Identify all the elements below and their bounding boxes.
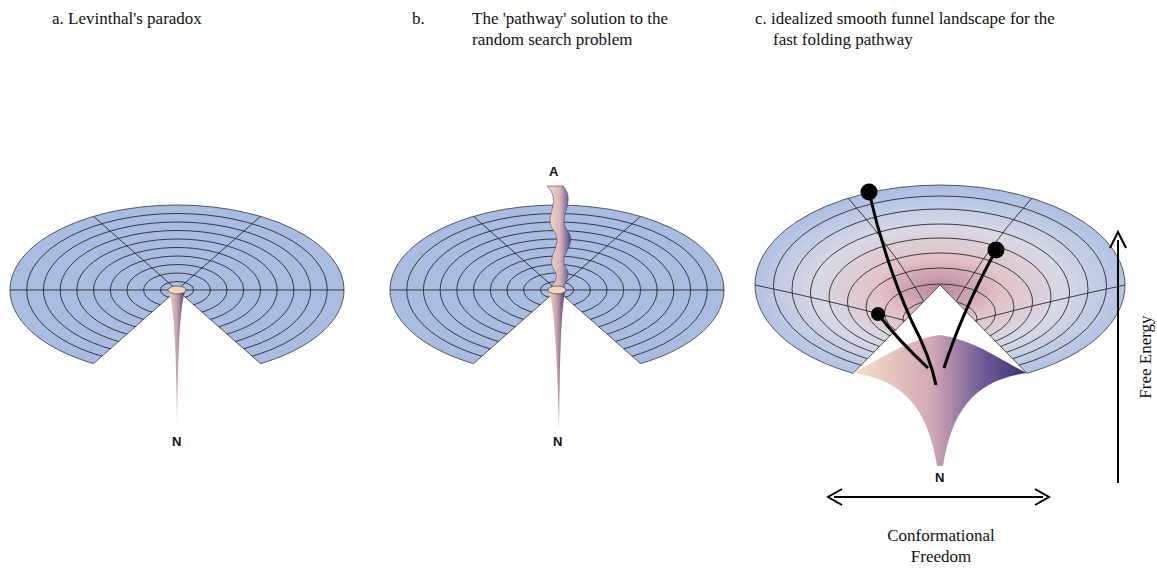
native-state-label: N	[935, 470, 944, 485]
funnel-c	[755, 185, 1125, 466]
panel-title: c. idealized smooth funnel landscape for…	[755, 8, 1073, 50]
trajectory-start	[861, 184, 1005, 322]
axis-label: Conformational Freedom	[880, 525, 1002, 567]
funnel-a	[10, 205, 344, 428]
axis-arrows	[828, 232, 1126, 505]
native-state-label: N	[553, 434, 562, 449]
folding-trajectories	[869, 192, 996, 385]
funnel-b	[390, 186, 724, 430]
panel-title: The 'pathway' solution to the random sea…	[472, 8, 712, 50]
pathway-start-label: A	[549, 164, 558, 179]
axis-label: Free Energy	[1135, 315, 1156, 398]
panel-title: a. Levinthal's paradox	[52, 8, 352, 29]
panel-letter: b.	[412, 8, 442, 29]
native-state-label: N	[172, 434, 181, 449]
